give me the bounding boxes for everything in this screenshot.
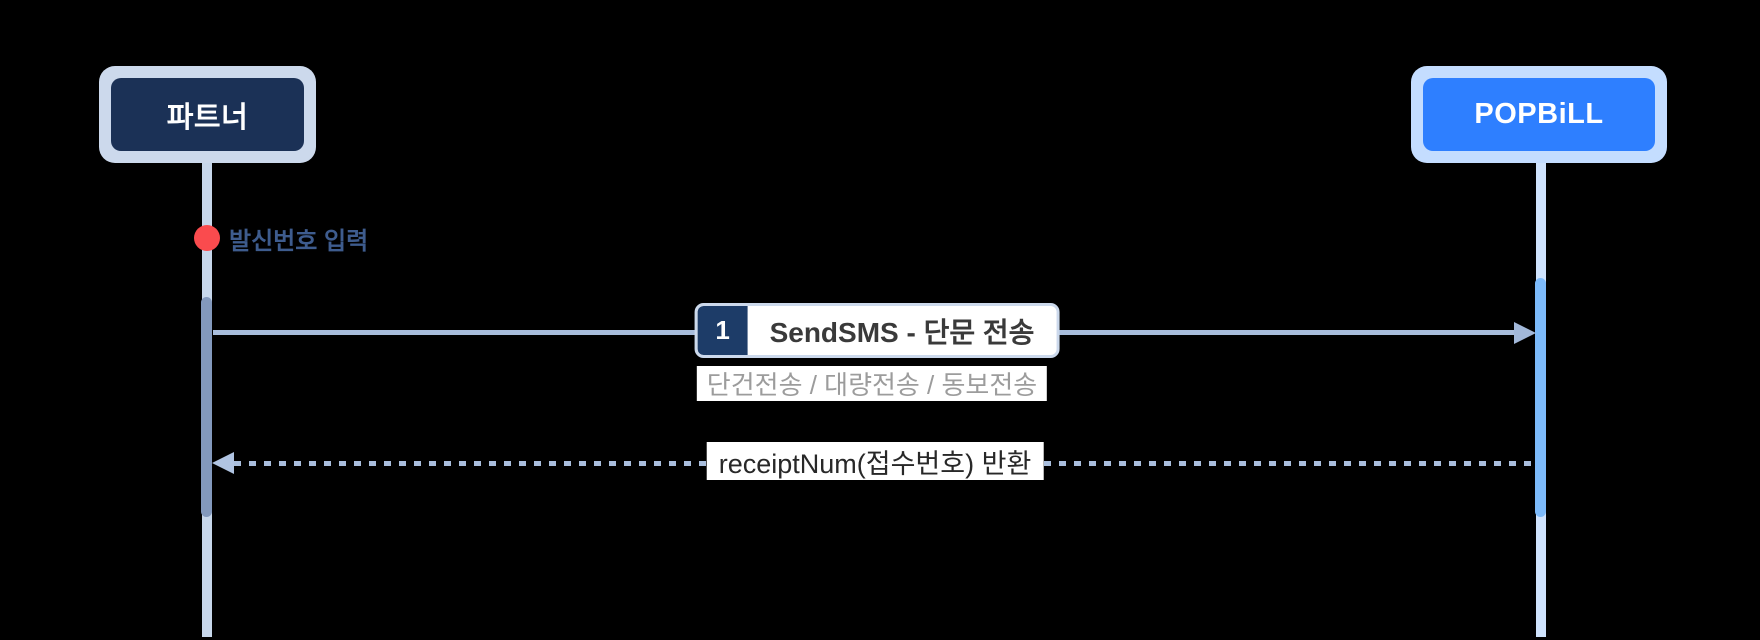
popbill-actor-box: POPBiLL [1411, 66, 1667, 163]
partner-actor-label: 파트너 [111, 78, 304, 151]
message1-step-badge: 1 [697, 306, 748, 355]
message1-label-box: 1 SendSMS - 단문 전송 [694, 303, 1060, 358]
partner-activation-bar [201, 297, 212, 517]
event-dot-icon [194, 225, 220, 251]
message2-arrowhead-icon [212, 452, 234, 474]
popbill-activation-bar [1535, 278, 1546, 517]
message2-label: receiptNum(접수번호) 반환 [706, 442, 1044, 480]
event-annotation: 발신번호 입력 [229, 227, 369, 255]
popbill-actor-label: POPBiLL [1423, 78, 1655, 151]
message1-sublabel: 단건전송 / 대량전송 / 동보전송 [696, 366, 1048, 401]
partner-actor-box: 파트너 [99, 66, 316, 163]
message1-arrowhead-icon [1514, 322, 1536, 344]
message1-label: SendSMS - 단문 전송 [769, 316, 1035, 348]
